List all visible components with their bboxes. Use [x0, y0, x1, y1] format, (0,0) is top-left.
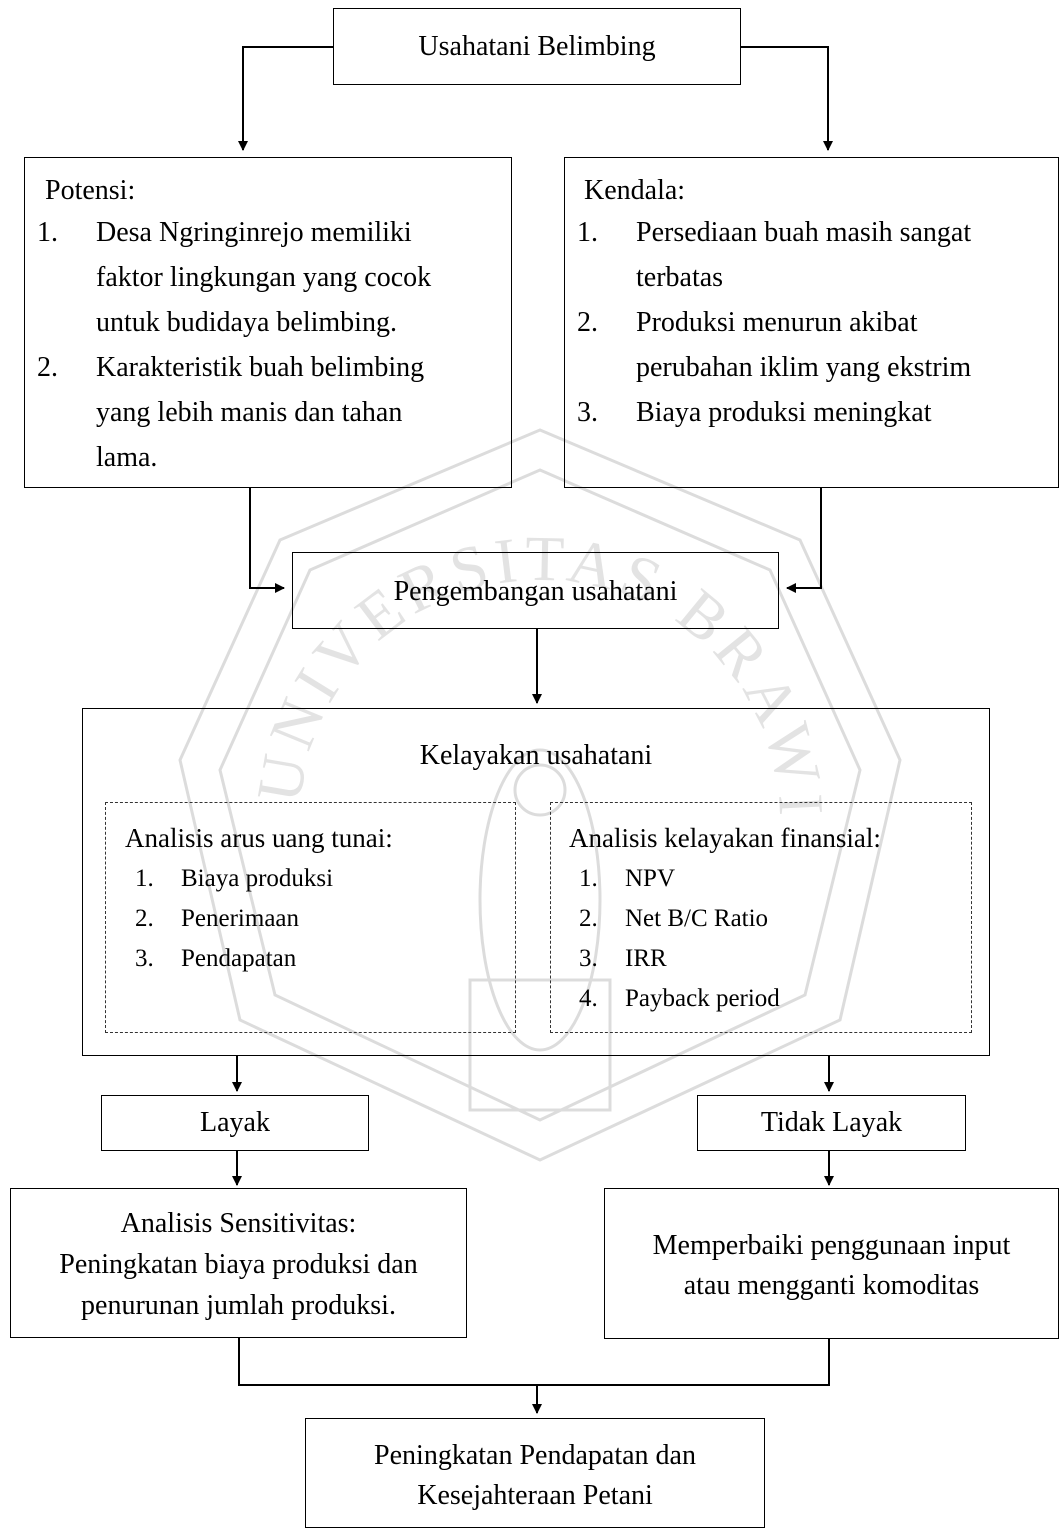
arrow-kendala-to-pengembangan — [786, 487, 822, 593]
list-item: 2.Net B/C Ratio — [579, 905, 769, 932]
layak-box: Layak — [101, 1095, 369, 1151]
kendala-list: 1. Persediaan buah masih sangat terbatas… — [577, 210, 971, 435]
list-item: 4.Payback period — [579, 985, 780, 1012]
arrow-top-to-potensi — [238, 46, 333, 151]
list-item: 1. Desa Ngringinrejo memiliki faktor lin… — [37, 217, 432, 338]
arus-uang-tunai-panel: Analisis arus uang tunai: 1.Biaya produk… — [105, 802, 516, 1033]
arrow-top-to-kendala — [741, 46, 833, 151]
list-item: 1.Biaya produksi — [135, 865, 334, 892]
merge-line — [238, 1337, 830, 1386]
pengembangan-label: Pengembangan usahatani — [393, 576, 678, 607]
potensi-box: Potensi: 1. Desa Ngringinrejo memiliki f… — [24, 157, 512, 488]
sensitivitas-line-3: penurunan jumlah produksi. — [81, 1290, 396, 1321]
list-item: 3. Biaya produksi meningkat — [577, 397, 932, 428]
list-item: 3.Pendapatan — [135, 945, 297, 972]
sensitivitas-box: Analisis Sensitivitas: Peningkatan biaya… — [10, 1188, 467, 1338]
memperbaiki-box: Memperbaiki penggunaan input atau mengga… — [604, 1188, 1059, 1339]
kelayakan-box: Kelayakan usahatani Analisis arus uang t… — [82, 708, 990, 1056]
hasil-line-1: Peningkatan Pendapatan dan — [374, 1440, 696, 1471]
kendala-box: Kendala: 1. Persediaan buah masih sangat… — [564, 157, 1059, 488]
kendala-heading: Kendala: — [584, 175, 686, 206]
kelayakan-title: Kelayakan usahatani — [419, 740, 653, 771]
finansial-heading: Analisis kelayakan finansial: — [569, 823, 881, 853]
memperbaiki-line-2: atau mengganti komoditas — [683, 1270, 980, 1301]
list-item: 2. Karakteristik buah belimbing yang leb… — [37, 352, 425, 473]
list-item: 2. Produksi menurun akibat perubahan ikl… — [577, 307, 972, 383]
arus-heading: Analisis arus uang tunai: — [125, 823, 393, 853]
finansial-list: 1.NPV 2.Net B/C Ratio 3.IRR 4.Payback pe… — [579, 859, 780, 1019]
hasil-line-2: Kesejahteraan Petani — [417, 1480, 653, 1511]
list-item: 1. Persediaan buah masih sangat terbatas — [577, 217, 972, 293]
usahatani-belimbing-box: Usahatani Belimbing — [333, 8, 741, 85]
list-item: 3.IRR — [579, 945, 667, 972]
potensi-heading: Potensi: — [45, 175, 136, 206]
sensitivitas-line-1: Analisis Sensitivitas: — [120, 1208, 357, 1239]
tidak-layak-label: Tidak Layak — [760, 1107, 903, 1138]
arus-list: 1.Biaya produksi 2.Penerimaan 3.Pendapat… — [135, 859, 333, 979]
arrow-potensi-to-pengembangan — [249, 487, 285, 593]
list-item: 1.NPV — [579, 865, 676, 892]
peningkatan-pendapatan-box: Peningkatan Pendapatan dan Kesejahteraan… — [305, 1418, 765, 1528]
tidak-layak-box: Tidak Layak — [697, 1095, 966, 1151]
usahatani-belimbing-label: Usahatani Belimbing — [418, 31, 656, 62]
list-item: 2.Penerimaan — [135, 905, 300, 932]
sensitivitas-line-2: Peningkatan biaya produksi dan — [59, 1249, 418, 1280]
layak-label: Layak — [200, 1107, 270, 1138]
memperbaiki-line-1: Memperbaiki penggunaan input — [652, 1230, 1011, 1261]
pengembangan-box: Pengembangan usahatani — [292, 552, 779, 629]
kelayakan-finansial-panel: Analisis kelayakan finansial: 1.NPV 2.Ne… — [550, 802, 972, 1033]
potensi-list: 1. Desa Ngringinrejo memiliki faktor lin… — [37, 210, 431, 480]
